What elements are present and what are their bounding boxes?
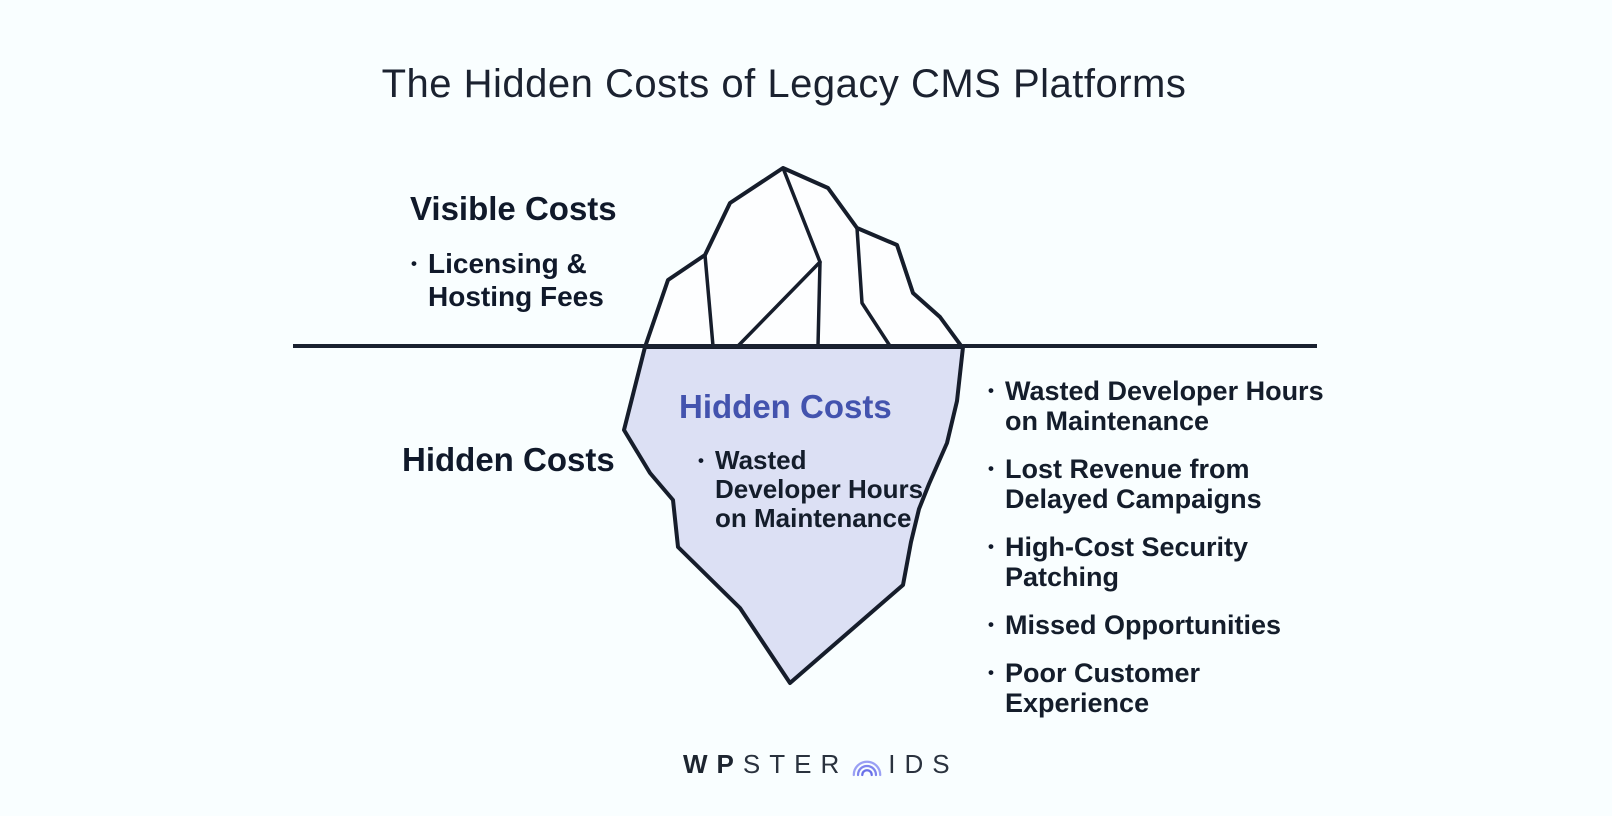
iceberg-hidden-costs-heading: Hidden Costs	[679, 388, 892, 425]
bullet-dot: •	[411, 254, 417, 273]
bullet-dot: •	[988, 381, 994, 400]
visible-costs-heading: Visible Costs	[410, 190, 617, 227]
iceberg-hidden-costs-item-text: Wasted Developer Hours on Maintenance	[715, 445, 924, 533]
concentric-arcs-icon	[852, 760, 882, 777]
visible-costs-item-text: Licensing & Hosting Fees	[428, 248, 604, 312]
logo-text-ids: IDS	[888, 749, 959, 779]
list-item: • Missed Opportunities	[988, 610, 1282, 640]
list-item: • Poor Customer Experience	[988, 658, 1201, 718]
hidden-costs-label: Hidden Costs	[402, 441, 615, 478]
bullet-dot: •	[988, 615, 994, 634]
bullet-dot: •	[988, 537, 994, 556]
iceberg-hidden-costs-item: • Wasted Developer Hours on Maintenance	[698, 446, 923, 533]
list-item: • Lost Revenue from Delayed Campaigns	[988, 454, 1262, 514]
visible-costs-item: • Licensing & Hosting Fees	[411, 247, 604, 313]
list-item: • High-Cost Security Patching	[988, 532, 1249, 592]
list-item: • Wasted Developer Hours on Maintenance	[988, 376, 1324, 436]
bullet-dot: •	[988, 663, 994, 682]
iceberg-facet-line	[855, 226, 892, 348]
iceberg-facet-line	[703, 253, 715, 348]
logo-text-wp: WP	[683, 749, 743, 779]
iceberg-above-shape	[643, 166, 964, 349]
logo-text-ster: STER	[742, 749, 849, 779]
bullet-dot: •	[988, 459, 994, 478]
hidden-costs-list: • Wasted Developer Hours on Maintenance …	[988, 376, 1324, 736]
iceberg-facet-line	[736, 260, 822, 348]
bullet-dot: •	[698, 451, 704, 470]
iceberg-underwater-shape	[622, 345, 965, 685]
page-title: The Hidden Costs of Legacy CMS Platforms	[381, 62, 1187, 106]
